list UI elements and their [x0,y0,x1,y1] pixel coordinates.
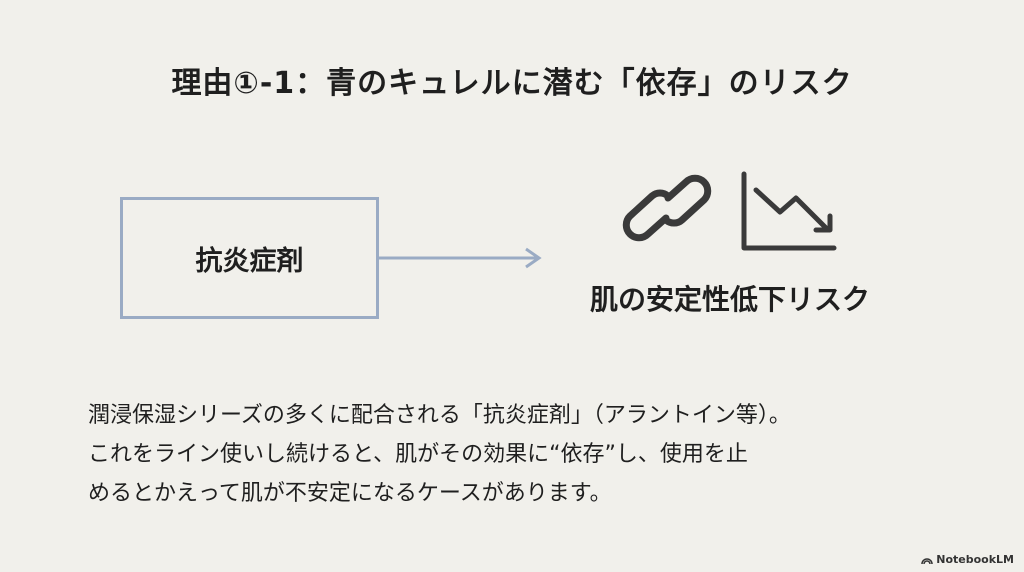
brand-label: NotebookLM [936,553,1014,566]
notebooklm-logo-icon [921,558,933,564]
anti-inflammatory-box: 抗炎症剤 [120,197,379,319]
chart-down-icon [741,171,837,251]
body-line: 潤浸保湿シリーズの多くに配合される「抗炎症剤」（アラントイン等）。 [88,403,791,428]
slide-title: 理由①-1：青のキュレルに潜む「依存」のリスク [171,66,853,101]
body-line: これをライン使いし続けると、肌がその効果に“依存”し、使用を止 [88,442,748,467]
body-line: めるとかえって肌が不安定になるケースがあります。 [88,481,612,506]
body-text: 潤浸保湿シリーズの多くに配合される「抗炎症剤」（アラントイン等）。 これをライン… [88,396,791,513]
arrow-right-icon [378,247,542,269]
risk-icons [622,171,837,251]
link-icon [622,174,712,242]
risk-label: 肌の安定性低下リスク [589,283,870,316]
box-label: 抗炎症剤 [195,245,304,277]
brand-watermark: NotebookLM [921,553,1014,566]
